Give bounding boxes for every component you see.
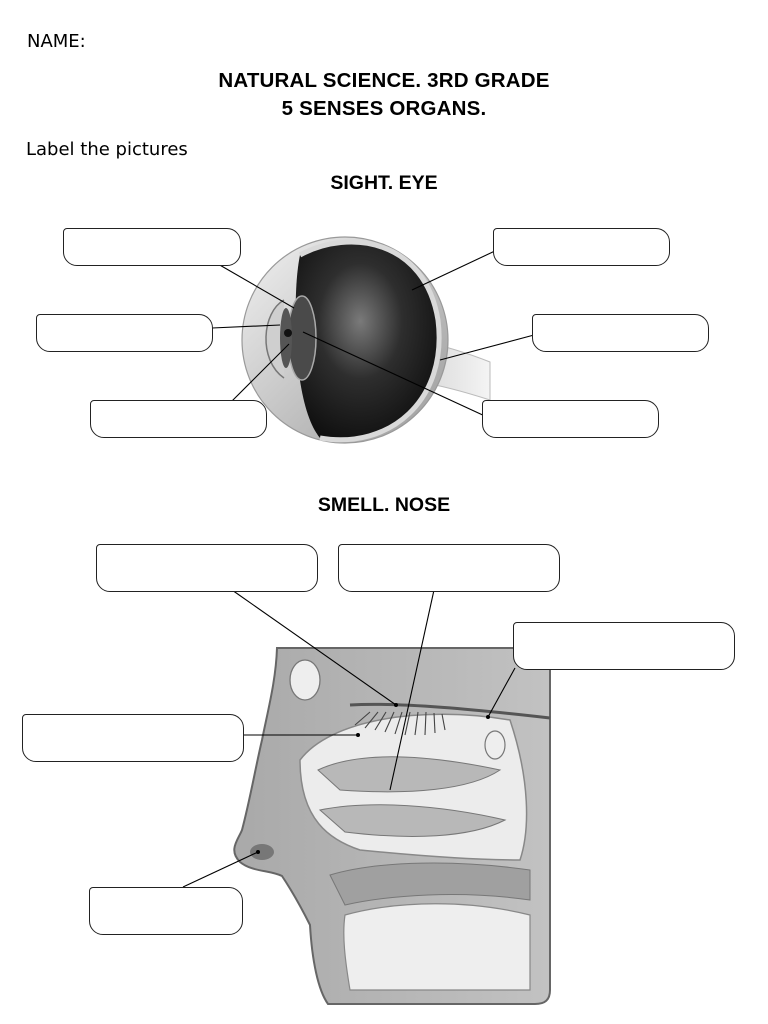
eye-label-box-5[interactable] (532, 314, 709, 352)
eye-label-box-4[interactable] (493, 228, 670, 266)
nose-section-title: SMELL. NOSE (317, 494, 451, 516)
cornea (265, 299, 285, 379)
eye-label-box-2[interactable] (36, 314, 213, 352)
eye-section-title: SIGHT. EYE (330, 172, 438, 194)
iris (280, 308, 292, 368)
eyeball-interior (295, 241, 440, 440)
name-label: NAME: (27, 31, 86, 52)
instruction-text: Label the pictures (26, 139, 188, 160)
nostril (250, 844, 274, 860)
worksheet-title-line-1: NATURAL SCIENCE. 3RD GRADE (218, 69, 550, 92)
eye-label-box-1[interactable] (63, 228, 241, 266)
nose-label-box-3[interactable] (513, 622, 735, 670)
eye-label-box-3[interactable] (90, 400, 267, 438)
nose-label-box-4[interactable] (22, 714, 244, 762)
worksheet-title-line-2: 5 SENSES ORGANS. (281, 97, 487, 120)
nose-label-box-1[interactable] (96, 544, 318, 592)
eye-label-box-6[interactable] (482, 400, 659, 438)
nose-label-box-5[interactable] (89, 887, 243, 935)
nose-label-box-2[interactable] (338, 544, 560, 592)
pupil (284, 329, 292, 337)
